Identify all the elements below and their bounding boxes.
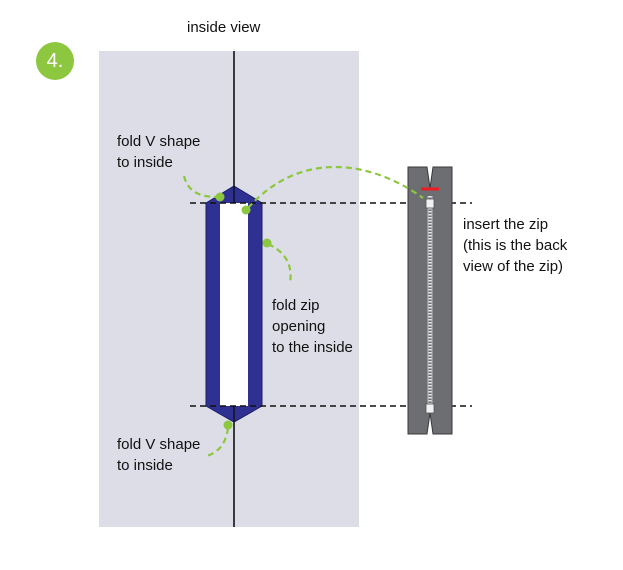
guide-arrow-fold-v-bottom bbox=[205, 427, 230, 458]
guide-arrow-insert-zip bbox=[247, 166, 424, 209]
label-fold-v-top: fold V shape to inside bbox=[117, 133, 201, 171]
label-fold-v-bottom: fold V shape to inside bbox=[117, 436, 201, 474]
guide-arrow-dots bbox=[215, 192, 272, 430]
zipper-back-view-icon bbox=[407, 166, 453, 435]
diagram-title: inside view bbox=[187, 19, 261, 36]
guide-arrows bbox=[182, 166, 424, 458]
step-number: 4. bbox=[46, 49, 64, 72]
label-fold-zip-opening: fold zip opening to the inside bbox=[272, 297, 353, 356]
zip-opening-hole bbox=[220, 203, 248, 406]
guide-arrow-fold-v-top bbox=[182, 175, 218, 199]
step-badge: 4. bbox=[36, 42, 74, 80]
label-insert-zip: insert the zip (this is the back view of… bbox=[463, 216, 568, 275]
guide-arrow-fold-zip-opening bbox=[267, 242, 292, 285]
